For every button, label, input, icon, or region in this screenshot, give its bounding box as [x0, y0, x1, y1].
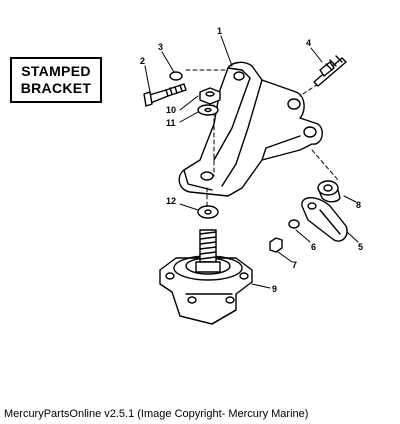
lock-washer-part — [169, 71, 183, 81]
callout-8: 8 — [356, 200, 361, 210]
callout-4: 4 — [306, 38, 311, 48]
washer-part-11 — [197, 104, 219, 116]
stud-part — [313, 55, 347, 87]
lock-washer-part-6 — [288, 219, 300, 229]
callout-3: 3 — [158, 42, 163, 52]
callout-5: 5 — [358, 242, 363, 252]
callout-12: 12 — [166, 196, 176, 206]
callout-9: 9 — [272, 284, 277, 294]
spacer-part — [317, 180, 341, 203]
callout-11: 11 — [166, 118, 176, 128]
callout-10: 10 — [166, 105, 176, 115]
parts-diagram: 1 2 3 4 5 6 7 8 9 10 11 12 — [140, 26, 363, 325]
bolt-part — [143, 83, 187, 107]
label-line-2: BRACKET — [20, 80, 92, 96]
stamped-bracket-label: STAMPED BRACKET — [10, 57, 102, 103]
callout-7: 7 — [292, 260, 297, 270]
copyright-footer: MercuryPartsOnline v2.5.1 (Image Copyrig… — [4, 408, 309, 420]
nut-part-7 — [269, 237, 283, 253]
nut-part-10 — [199, 87, 221, 105]
clip-part — [301, 197, 348, 242]
stamped-bracket-part — [178, 61, 323, 197]
callout-6: 6 — [311, 242, 316, 252]
callout-numbers: 1 2 3 4 5 6 7 8 9 10 11 12 — [140, 26, 363, 294]
engine-mount-part — [159, 229, 253, 325]
label-line-1: STAMPED — [21, 63, 91, 79]
washer-part-12 — [197, 205, 219, 219]
callout-2: 2 — [140, 56, 145, 66]
callout-1: 1 — [217, 26, 222, 36]
